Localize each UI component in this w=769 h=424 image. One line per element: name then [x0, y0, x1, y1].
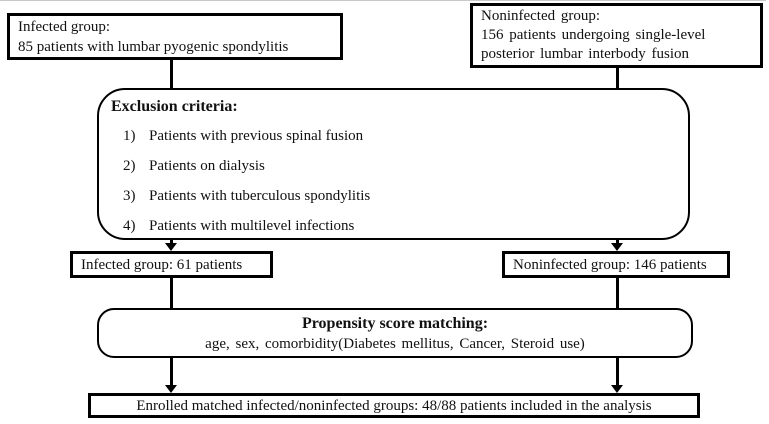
connector-exclusion-to-noninfected146 — [616, 236, 619, 244]
box-exclusion-criteria: Exclusion criteria: 1) Patients with pre… — [97, 88, 690, 240]
arrowhead-to-enrolled-left-icon — [165, 385, 177, 393]
exclusion-item-3-number: 3) — [123, 188, 136, 204]
matching-title: Propensity score matching: — [301, 315, 489, 332]
exclusion-item-4: 4) Patients with multilevel infections — [123, 218, 354, 235]
box-propensity-matching: Propensity score matching: age, sex, com… — [97, 308, 693, 358]
infected-after-text: Infected group: 61 patients — [81, 256, 243, 273]
connector-infected61-to-matching — [170, 278, 173, 308]
infected-initial-line2: 85 patients with lumbar pyogenic spondyl… — [18, 39, 289, 55]
arrowhead-to-infected61-icon — [165, 243, 177, 251]
connector-noninfected146-to-matching — [616, 278, 619, 308]
box-noninfected-after-exclusion: Noninfected group: 146 patients — [502, 251, 730, 278]
connector-noninfected-to-exclusion — [616, 68, 619, 89]
exclusion-item-4-text: Patients with multilevel infections — [149, 218, 355, 234]
infected-initial-line1: Infected group: — [18, 19, 111, 35]
noninfected-after-text: Noninfected group: 146 patients — [513, 256, 707, 273]
box-infected-initial: Infected group: 85 patients with lumbar … — [7, 13, 343, 60]
exclusion-item-2: 2) Patients on dialysis — [123, 158, 265, 175]
exclusion-item-1-number: 1) — [123, 128, 136, 144]
noninfected-initial-line2: 156 patients undergoing single-level — [481, 27, 706, 43]
box-enrolled-final: Enrolled matched infected/noninfected gr… — [88, 393, 700, 418]
noninfected-initial-line3: posterior lumbar interbody fusion — [481, 46, 690, 62]
connector-exclusion-to-infected61 — [170, 236, 173, 244]
connector-matching-to-enrolled-left — [170, 358, 173, 385]
enrolled-text: Enrolled matched infected/noninfected gr… — [136, 397, 652, 414]
exclusion-item-1: 1) Patients with previous spinal fusion — [123, 128, 363, 145]
exclusion-item-4-number: 4) — [123, 218, 136, 234]
matching-subtitle: age, sex, comorbidity(Diabetes mellitus,… — [205, 336, 585, 352]
connector-matching-to-enrolled-right — [616, 358, 619, 385]
exclusion-item-2-number: 2) — [123, 158, 136, 174]
noninfected-initial-line1: Noninfected group: — [481, 8, 601, 24]
exclusion-item-2-text: Patients on dialysis — [149, 158, 265, 174]
box-infected-after-exclusion: Infected group: 61 patients — [70, 251, 273, 278]
exclusion-item-3: 3) Patients with tuberculous spondylitis — [123, 188, 370, 205]
arrowhead-to-enrolled-right-icon — [611, 385, 623, 393]
exclusion-item-3-text: Patients with tuberculous spondylitis — [149, 188, 371, 204]
exclusion-title: Exclusion criteria: — [111, 98, 238, 115]
arrowhead-to-noninfected146-icon — [611, 243, 623, 251]
connector-infected-to-exclusion — [170, 60, 173, 89]
box-noninfected-initial: Noninfected group: 156 patients undergoi… — [470, 3, 763, 68]
top-hairline — [0, 0, 766, 1]
exclusion-item-1-text: Patients with previous spinal fusion — [149, 128, 364, 144]
